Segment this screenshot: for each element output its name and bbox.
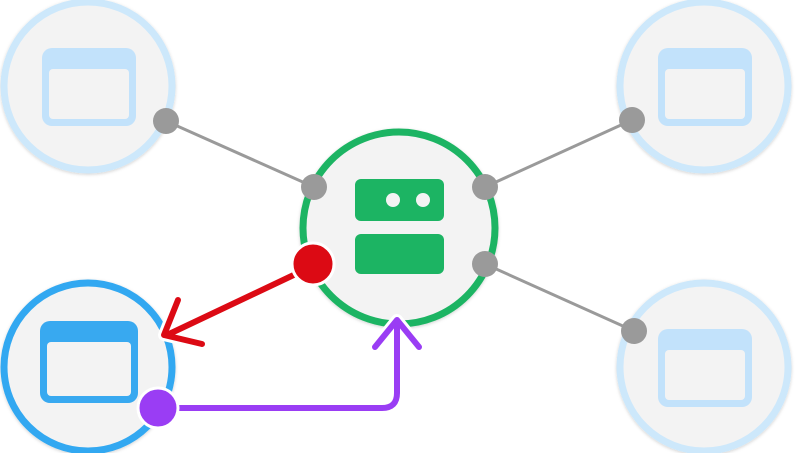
response-arrow [158,241,336,350]
server-node [299,128,499,328]
junction-dot [153,108,179,134]
browser-window-icon [42,48,136,126]
browser-window-icon [40,321,138,403]
connector-lines [164,118,636,333]
link-bottom-right [483,262,636,333]
connector-dots [153,107,647,344]
junction-dot [301,174,327,200]
browser-window-icon [658,329,752,407]
client-node-bottom-right [616,279,792,453]
server-icon [355,179,444,274]
client-node-top-right [616,0,792,174]
request-arrow [136,314,425,430]
response-origin-dot [290,241,336,287]
client-node-top-left [0,0,176,174]
link-top-left [164,119,316,189]
junction-dot [472,174,498,200]
browser-window-icon [658,48,752,126]
junction-dot [619,107,645,133]
junction-dot [621,318,647,344]
link-top-right [483,118,634,189]
request-origin-dot [136,386,180,430]
client-node-bottom-left-active [0,279,176,453]
junction-dot [472,251,498,277]
